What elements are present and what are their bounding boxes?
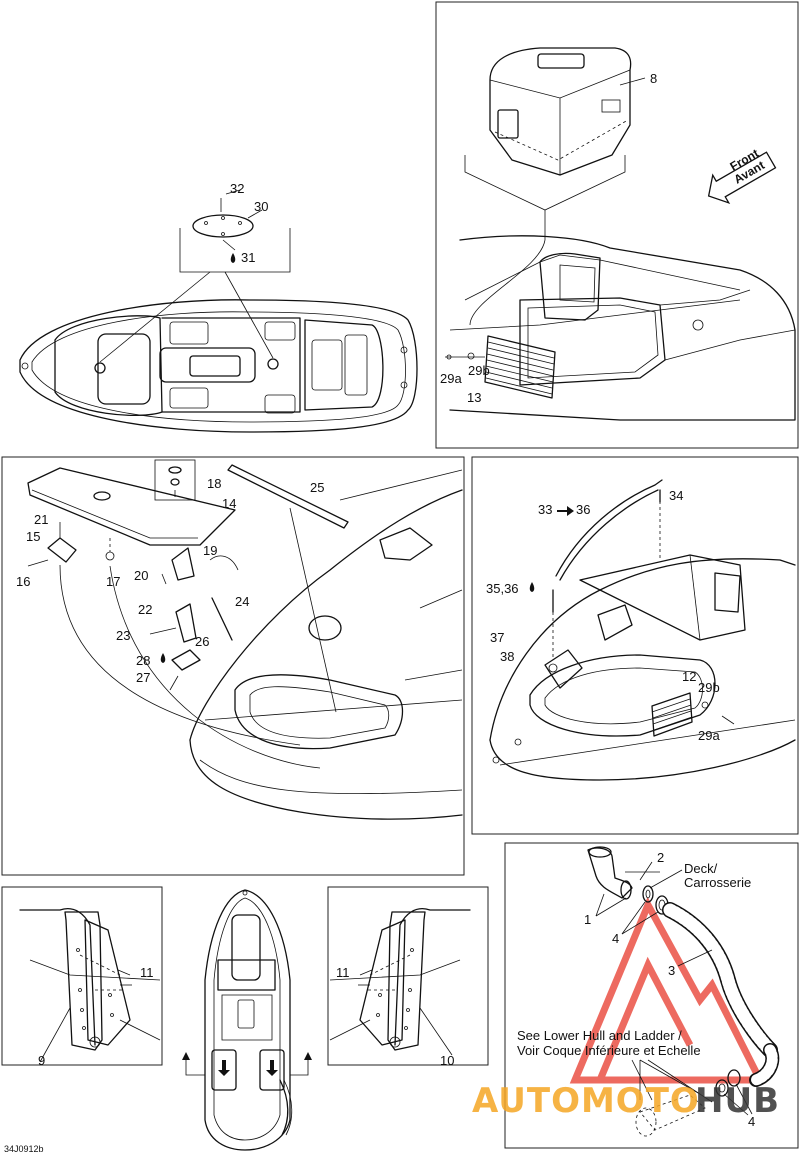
callout-12: 12 <box>682 669 696 684</box>
callout-22: 22 <box>138 602 152 617</box>
callout-17: 17 <box>106 574 120 589</box>
panel-left-side <box>1 886 163 1066</box>
boat-center-top-view <box>182 889 312 1151</box>
rear-storage-assembly <box>489 479 796 781</box>
front-arrow-icon <box>707 151 777 205</box>
callout-21: 21 <box>34 512 48 527</box>
callout-18: 18 <box>207 476 221 491</box>
oil-drop-icon <box>230 253 236 263</box>
callout-27: 27 <box>136 670 150 685</box>
note-line-1: See Lower Hull and Ladder / <box>517 1028 682 1043</box>
callout-14: 14 <box>222 496 236 511</box>
callout-30: 30 <box>254 199 268 214</box>
callout-28: 28 <box>136 653 150 668</box>
callout-31: 31 <box>241 250 255 265</box>
callout-10: 10 <box>440 1053 454 1068</box>
diagram-code: 34J0912b <box>4 1144 44 1154</box>
callout-16: 16 <box>16 574 30 589</box>
callout-8: 8 <box>650 71 657 86</box>
callout-29a: 29a <box>440 371 462 386</box>
callout-24: 24 <box>235 594 249 609</box>
callout-13: 13 <box>467 390 481 405</box>
panel-front-storage <box>1 456 465 876</box>
callout-11-right: 11 <box>336 965 350 980</box>
watermark-part2: HUB <box>695 1081 780 1121</box>
front-storage-assembly <box>27 459 463 820</box>
panel-drain <box>504 842 799 1149</box>
callout-35-36: 35,36 <box>486 581 519 596</box>
panel-rear-storage <box>471 456 799 835</box>
callout-2: 2 <box>657 850 664 865</box>
right-side-panel-drawing <box>329 908 471 1056</box>
oil-drop-icon <box>160 653 166 663</box>
callout-29b-rear: 29b <box>698 680 720 695</box>
callout-20: 20 <box>134 568 148 583</box>
callout-1: 1 <box>584 912 591 927</box>
callout-4-top: 4 <box>612 931 619 946</box>
callout-19: 19 <box>203 543 217 558</box>
watermark-part1: AUTOMOTO <box>472 1081 700 1121</box>
note-line-2: Voir Coque Inférieure et Echelle <box>517 1043 701 1058</box>
callout-23: 23 <box>116 628 130 643</box>
oil-drop-icon <box>529 582 535 592</box>
callout-4-bottom: 4 <box>748 1114 755 1129</box>
callout-3: 3 <box>668 963 675 978</box>
callout-29a-rear: 29a <box>698 728 720 743</box>
left-side-panel-drawing <box>19 908 161 1063</box>
callout-26: 26 <box>195 634 209 649</box>
panel-cooler <box>435 1 799 449</box>
callout-25: 25 <box>310 480 324 495</box>
callout-37: 37 <box>490 630 504 645</box>
deck-label: Deck/ <box>684 861 718 876</box>
callout-34: 34 <box>669 488 683 503</box>
callout-36: 36 <box>576 502 590 517</box>
callout-15: 15 <box>26 529 40 544</box>
panel-right-side <box>327 886 489 1066</box>
cooler-assembly <box>445 47 796 421</box>
callout-32: 32 <box>230 181 244 196</box>
callout-33: 33 <box>538 502 552 517</box>
callout-9: 9 <box>38 1053 45 1068</box>
watermark-logo <box>569 896 766 1084</box>
carrosserie-label: Carrosserie <box>684 875 751 890</box>
boat-top-view <box>19 189 418 433</box>
callout-38: 38 <box>500 649 514 664</box>
drain-hose-assembly <box>587 846 780 1137</box>
range-arrow-icon <box>557 506 574 516</box>
callout-11-left: 11 <box>140 965 154 980</box>
callout-29b: 29b <box>468 363 490 378</box>
